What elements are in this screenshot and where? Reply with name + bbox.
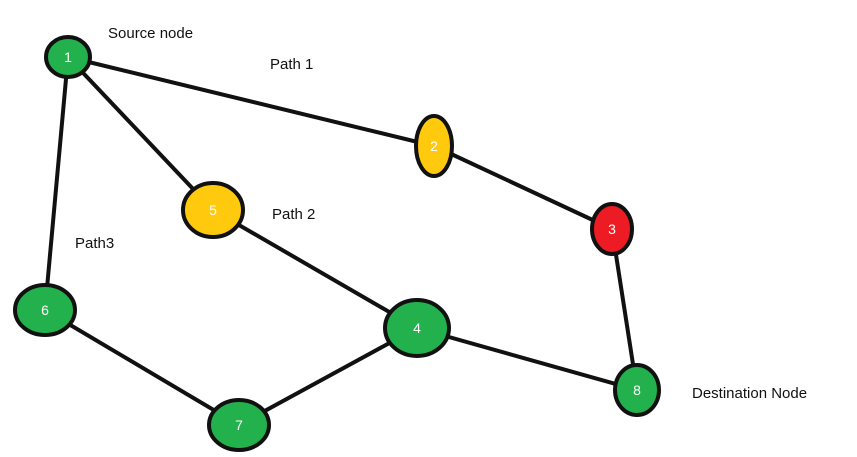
node-4: 4 bbox=[383, 298, 451, 358]
node-circle bbox=[383, 298, 451, 358]
edge-4-8 bbox=[416, 326, 638, 392]
node-circle bbox=[44, 35, 92, 79]
node-label: 3 bbox=[608, 221, 616, 237]
node-1: 1 bbox=[44, 35, 92, 79]
node-label: 1 bbox=[64, 49, 72, 65]
node-label: 5 bbox=[209, 202, 217, 218]
edge-1-2 bbox=[67, 55, 435, 148]
edge-1-5 bbox=[66, 55, 215, 212]
node-circle bbox=[181, 181, 245, 239]
node-label: 6 bbox=[41, 302, 49, 318]
node-2: 2 bbox=[414, 114, 454, 178]
destination-node-label: Destination Node bbox=[692, 385, 808, 402]
node-circle bbox=[13, 283, 77, 337]
path2-label: Path 2 bbox=[272, 206, 316, 223]
node-label: 2 bbox=[430, 138, 438, 154]
node-7: 7 bbox=[207, 398, 271, 452]
node-8: 8 bbox=[613, 363, 661, 417]
edge-1-6 bbox=[43, 56, 70, 311]
node-circle bbox=[414, 114, 454, 178]
edge-6-7 bbox=[43, 308, 241, 427]
source-node-label: Source node bbox=[108, 25, 194, 42]
path1-label: Path 1 bbox=[270, 56, 314, 73]
node-label: 7 bbox=[235, 417, 243, 433]
edge-7-4 bbox=[238, 326, 418, 427]
node-circle bbox=[207, 398, 271, 452]
edge-3-8 bbox=[610, 228, 639, 391]
node-label: 8 bbox=[633, 382, 641, 398]
node-6: 6 bbox=[13, 283, 77, 337]
node-circle bbox=[613, 363, 661, 417]
node-5: 5 bbox=[181, 181, 245, 239]
node-3: 3 bbox=[590, 202, 634, 256]
edge-2-3 bbox=[433, 144, 613, 231]
node-circle bbox=[590, 202, 634, 256]
path3-label: Path3 bbox=[75, 235, 115, 252]
edge-5-4 bbox=[211, 208, 419, 330]
node-label: 4 bbox=[413, 320, 421, 336]
